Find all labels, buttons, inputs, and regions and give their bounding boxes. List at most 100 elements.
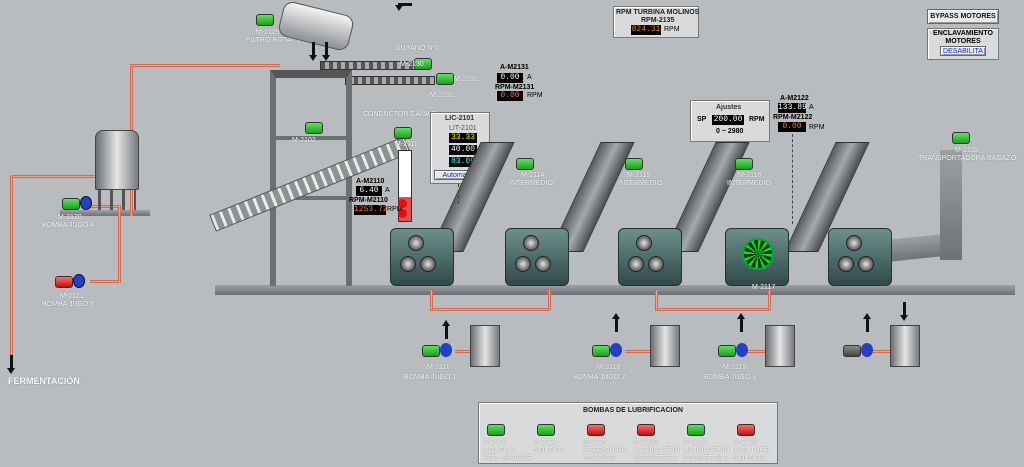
pump-name: BOMBA JUGO 3 xyxy=(704,374,757,381)
juice-pump-1[interactable] xyxy=(422,345,440,357)
arrow-up-icon xyxy=(863,313,871,332)
filter-tag: M-2129 xyxy=(256,29,280,36)
roller xyxy=(400,256,416,272)
rpm-value: 0.00 xyxy=(497,91,523,101)
lub-pump-label: COJINETES 2 xyxy=(683,455,729,462)
pump-tag: M-2116 xyxy=(427,364,451,371)
roller xyxy=(523,235,539,251)
support-frame xyxy=(270,70,352,286)
mill-motor-m2116[interactable] xyxy=(735,158,753,170)
frame-beam xyxy=(270,196,352,200)
roller xyxy=(648,256,664,272)
pipe xyxy=(625,350,650,353)
gusano-motor-2[interactable] xyxy=(436,73,454,85)
level-switch-icon xyxy=(398,209,407,218)
interlock-toggle-button[interactable]: DESABILITA xyxy=(940,46,986,56)
juice-tank xyxy=(95,130,139,190)
roller xyxy=(838,256,854,272)
pump-motor-m2121[interactable] xyxy=(55,276,73,288)
pump-tag: M-2119 xyxy=(723,364,747,371)
mill-tag: M-2114 xyxy=(521,172,545,179)
pump-tag: M-2121 xyxy=(60,293,84,300)
arrow-up-icon xyxy=(612,313,620,332)
conveyor-motor-m2102[interactable] xyxy=(305,122,323,134)
lub-pump-motor[interactable] xyxy=(637,424,655,436)
pump-name: BOMBA JUGO 4 xyxy=(42,222,95,229)
bagazo-tower xyxy=(940,150,962,260)
juice-pump-3[interactable] xyxy=(718,345,736,357)
mill-motor-m2114[interactable] xyxy=(516,158,534,170)
pipe xyxy=(768,290,771,310)
mill-name: INTERMEDIO xyxy=(618,180,662,187)
rpm-unit: RPM xyxy=(809,124,825,131)
rpm-tag: RPM-M2131 xyxy=(495,84,535,91)
juice-pump-2[interactable] xyxy=(592,345,610,357)
lub-pump-label: LUB. TURB xyxy=(733,447,770,454)
signal-line xyxy=(792,134,793,224)
pipe xyxy=(870,350,890,353)
pipe xyxy=(430,290,433,310)
mill-tag: M-2117 xyxy=(752,284,776,291)
lub-pump-label: LUBRICATION xyxy=(633,447,680,454)
pump-tag: M-2120 xyxy=(58,214,82,221)
amp-unit: A xyxy=(385,187,390,194)
amp-value: 133.89 xyxy=(778,103,807,113)
lub-pump-label: LUBRICATION xyxy=(683,447,730,454)
pipe xyxy=(118,205,121,283)
pump-icon xyxy=(440,343,452,357)
lub-pump-label: RED. GRANDE xyxy=(483,455,532,462)
pipe xyxy=(90,280,120,283)
pipe xyxy=(548,290,551,310)
frame-beam xyxy=(270,136,352,140)
signal-line xyxy=(458,184,459,204)
rpm-tag: RPM-M2110 xyxy=(349,197,388,204)
lubrication-title: BOMBAS DE LUBRIFICACION xyxy=(583,407,683,414)
lub-pump-motor[interactable] xyxy=(687,424,705,436)
arrow-down-icon xyxy=(900,302,908,321)
pipe xyxy=(130,64,280,67)
turbine-value: 824.31 xyxy=(631,25,661,35)
ajustes-unit: RPM xyxy=(749,116,765,123)
transport-motor[interactable] xyxy=(952,132,970,144)
pump-motor-m2120[interactable] xyxy=(62,198,80,210)
pump-name: BOMBA JUGO 2 xyxy=(573,374,626,381)
mill-tag: M-2115 xyxy=(627,172,651,179)
lub-pump-motor[interactable] xyxy=(737,424,755,436)
lub-pump-tag: M-2126 xyxy=(633,439,657,446)
lub-pump-label: PRESION HD xyxy=(583,447,627,454)
ajustes-sp-value[interactable]: 200.00 xyxy=(712,115,744,125)
arrow-left-icon xyxy=(395,3,412,11)
lub-pump-tag: M-2124 xyxy=(533,439,557,446)
lub-pump-motor[interactable] xyxy=(537,424,555,436)
conveyor-motor-m2110[interactable] xyxy=(394,127,412,139)
amp-unit: A xyxy=(809,104,814,111)
pump-name: BOMBA JUGO 1 xyxy=(404,374,457,381)
screw-conveyor-2 xyxy=(345,76,435,85)
bypass-motors-button[interactable]: BYPASS MOTORES xyxy=(927,9,999,24)
lic-sp[interactable]: 40.00 xyxy=(449,145,477,155)
lub-pump-tag: M-2128 xyxy=(733,439,757,446)
ajustes-range: 0 ~ 2980 xyxy=(716,128,744,135)
arrow-up-icon xyxy=(737,313,745,332)
juice-pump-4[interactable] xyxy=(843,345,861,357)
lub-pump-motor[interactable] xyxy=(587,424,605,436)
gusano-motor-1[interactable] xyxy=(414,58,432,70)
filter-motor[interactable] xyxy=(256,14,274,26)
gusano-tag1: M-2130 xyxy=(400,61,424,68)
conveyor-name: CONDUCTOR CAÑA 3 xyxy=(363,111,436,118)
lit-tag: LIT-2101 xyxy=(449,125,477,132)
gusano-tag3: M-2131 xyxy=(430,92,454,99)
roller xyxy=(420,256,436,272)
juice-tank-3 xyxy=(765,325,795,367)
lub-pump-tag: M-2123 xyxy=(483,439,507,446)
transport-tag: M-2133 xyxy=(955,147,979,154)
rpm-unit: RPM xyxy=(387,206,403,213)
main-floor xyxy=(215,285,1015,295)
pipe xyxy=(655,290,658,310)
lub-pump-motor[interactable] xyxy=(487,424,505,436)
gusano-name: GUSANO Nº1 xyxy=(395,45,439,52)
conveyor-tag: M-2110 xyxy=(395,141,419,148)
mill-motor-m2115[interactable] xyxy=(625,158,643,170)
roller xyxy=(636,235,652,251)
